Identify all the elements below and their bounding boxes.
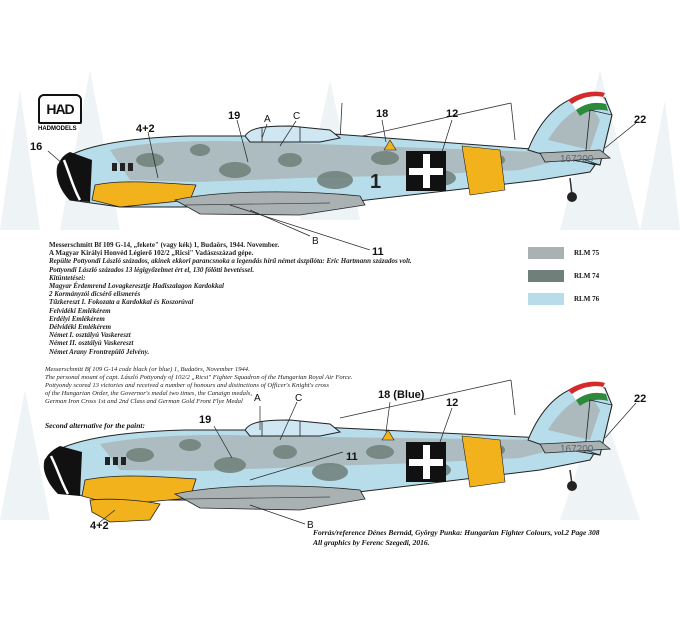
callout-18: 18 <box>376 108 389 120</box>
desc-en-line: Pottyondy scored 13 victories and receiv… <box>45 382 329 389</box>
legend-item: RLM 74 <box>528 265 599 287</box>
desc-en-line: The personal mount of capt. László Potty… <box>45 374 353 381</box>
tail-stripe-red <box>568 91 605 104</box>
callout-a-bottom: A <box>254 393 261 404</box>
tail-stripe-green <box>576 392 608 406</box>
yellow-band <box>461 435 506 488</box>
callout-c-bottom: C <box>295 393 303 404</box>
legend-label: RLM 76 <box>574 295 600 303</box>
desc-hu-line: Magyar Érdemrend Lovagkeresztje Hadiszal… <box>49 282 225 291</box>
desc-hu-line: Felvidéki Emlékérem <box>49 306 111 315</box>
logo-text: HADMODELS <box>38 126 77 132</box>
desc-hu-line: Német I. osztályú Vaskereszt <box>49 331 131 340</box>
tail-stripe-green <box>576 102 608 116</box>
callout-11: 11 <box>372 246 384 258</box>
desc-hu-line: Tűzkereszt I. Fokozata a Kardokkal és Ko… <box>49 298 194 307</box>
description-english: Messerschmitt Bf 109 G-14 code black (or… <box>45 366 465 406</box>
desc-hu-line: Repülte Pottyondi László százados, akine… <box>49 257 412 266</box>
desc-hu-line: Délvidéki Emlékérem <box>49 323 112 332</box>
desc-hu-line: Pottyondi László százados 13 légigyőzelm… <box>49 265 255 274</box>
swatch-rlm74 <box>528 270 564 282</box>
callout-12: 12 <box>446 108 459 120</box>
credit-reference: Forrás/reference Dénes Bernád, György Pu… <box>313 528 600 537</box>
desc-hu-line: Erdélyi Emlékérem <box>49 314 105 323</box>
desc-hu-line: Kitüntetései: <box>49 273 86 282</box>
callout-4plus2-bottom: 4+2 <box>90 520 109 532</box>
swatch-rlm75 <box>528 247 564 259</box>
tail-code: 167200 <box>560 154 594 165</box>
credit-author: All graphics by Ferenc Szegedi, 2016. <box>313 538 430 547</box>
callout-4plus2: 4+2 <box>136 123 155 135</box>
desc-en-line: Messerschmitt Bf 109 G-14 code black (or… <box>45 366 250 373</box>
callout-16: 16 <box>30 141 43 153</box>
desc-hu-line: Német II. osztályú Vaskereszt <box>49 339 134 348</box>
hungarian-cross-marking <box>406 151 446 191</box>
callout-c: C <box>293 111 301 122</box>
hungarian-cross-marking <box>406 442 446 482</box>
spinner <box>44 446 82 496</box>
yellow-band <box>461 145 506 196</box>
wing <box>173 191 366 216</box>
alternative-paint-label: Second alternative for the paint: <box>45 421 145 430</box>
had-logo: HAD HADMODELS <box>38 94 88 132</box>
tail-stripe-white <box>572 386 606 400</box>
legend-item: RLM 75 <box>528 242 599 264</box>
credits: Forrás/reference Dénes Bernád, György Pu… <box>313 528 633 548</box>
yellow-cowling <box>81 475 197 506</box>
tail-code: 167200 <box>560 444 594 455</box>
swatch-rlm76 <box>528 293 564 305</box>
callout-18-blue-bottom: 18 (Blue) <box>378 389 425 401</box>
desc-hu-line: 2 Kormányzói dicsérő elismerés <box>49 290 141 299</box>
desc-hu-line: Német Arany Frontrepülő Jelvény. <box>49 347 150 356</box>
canopy <box>244 125 342 143</box>
callout-12-bottom: 12 <box>446 397 459 409</box>
tail-stripe-red <box>568 381 605 394</box>
callout-19: 19 <box>228 110 241 122</box>
desc-en-line: German Iron Cross 1st and 2nd Class and … <box>45 398 243 405</box>
callout-11-bottom: 11 <box>346 451 358 463</box>
legend-label: RLM 74 <box>574 272 600 280</box>
callout-22: 22 <box>634 114 647 126</box>
legend-item: RLM 76 <box>528 288 599 310</box>
description-hungarian: Messerschmitt Bf 109 G-14, „fekete" (vag… <box>49 241 469 356</box>
callout-19-bottom: 19 <box>199 414 212 426</box>
color-legend: RLM 75 RLM 74 RLM 76 <box>528 242 599 311</box>
legend-label: RLM 75 <box>574 249 600 257</box>
callout-a: A <box>264 114 271 125</box>
tail-stripe-white <box>572 96 606 110</box>
desc-hu-line: A Magyar Királyi Honvéd Légierő 102/2 „R… <box>49 249 254 258</box>
callout-22-bottom: 22 <box>634 393 647 405</box>
desc-hu-line: Messerschmitt Bf 109 G-14, „fekete" (vag… <box>49 241 280 249</box>
canopy <box>244 419 342 437</box>
aircraft-profile-top: 1 167200 <box>47 91 637 250</box>
callout-b: B <box>312 236 319 247</box>
fuselage-number: 1 <box>370 171 381 193</box>
callout-b-bottom: B <box>307 520 314 531</box>
desc-en-line: of the Hungarian Order, the Governor's m… <box>45 390 253 397</box>
logo-mark: HAD <box>38 94 82 124</box>
